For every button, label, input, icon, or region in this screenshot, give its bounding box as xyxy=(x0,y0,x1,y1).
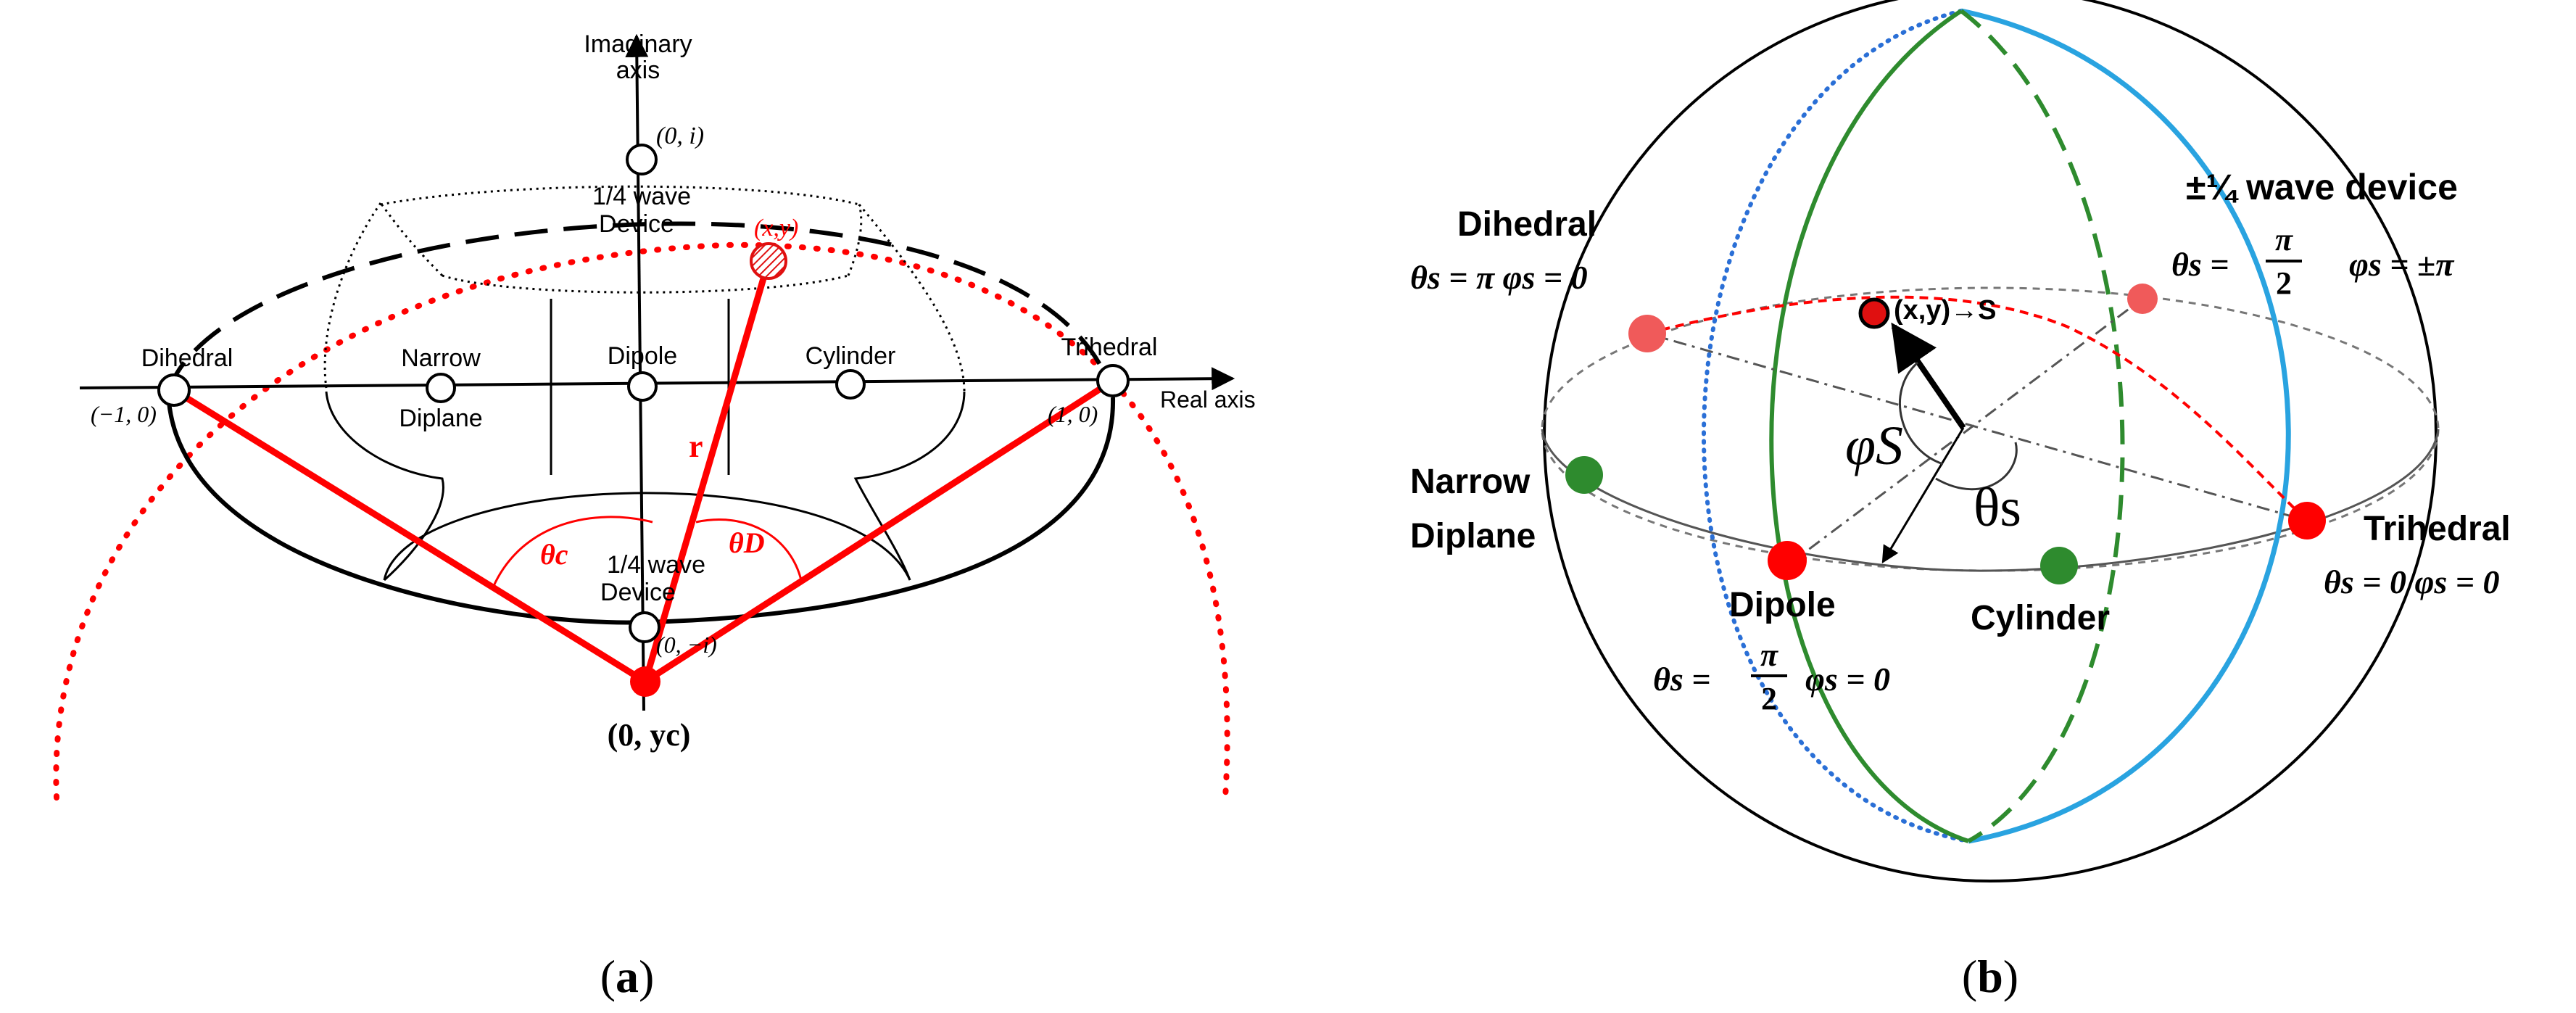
panel-b: Dihedral θs = π φs = 0 ±¼ wave device θs… xyxy=(1410,0,2511,1002)
trihedral-point xyxy=(1096,364,1130,397)
quarter-wave-pi: π xyxy=(2275,222,2293,257)
line-dihedral-center xyxy=(172,387,647,685)
sphere-outline xyxy=(1543,0,2438,882)
dipole-point-b xyxy=(1768,541,1807,580)
phi-s-label: φS xyxy=(1845,415,1903,476)
s-point xyxy=(1858,297,1890,329)
line-trihedral-center xyxy=(643,378,1115,685)
bottom-device-label-2: Device xyxy=(600,579,676,606)
bottom-point-label: (0, −i) xyxy=(656,632,717,658)
theta-c-label: θc xyxy=(540,538,568,571)
blue-dotted-meridian xyxy=(1702,9,1971,843)
dipole-label-b: Dipole xyxy=(1729,586,1836,624)
bottom-device-label-1: 1/4 wave xyxy=(607,551,705,579)
imag-axis-label-1: Imaginary xyxy=(584,30,692,58)
theta-c-arc xyxy=(492,516,653,588)
inner-dotted-boundary xyxy=(323,202,966,392)
top-device-label-1: 1/4 wave xyxy=(592,183,691,210)
dihedral-label-b: Dihedral xyxy=(1457,205,1596,244)
caption-b: (b) xyxy=(1962,951,2018,1002)
narrow-label-1: Narrow xyxy=(401,344,481,372)
red-dashed-arc xyxy=(1647,295,2308,522)
trihedral-params: θs = 0 φs = 0 xyxy=(2324,563,2500,600)
top-device-label-2: Device xyxy=(599,210,674,238)
line-r xyxy=(642,260,772,683)
theta-ref-vector xyxy=(1881,427,1965,564)
quarter-wave-label: ±¼ wave device xyxy=(2186,167,2458,207)
inner-solid-curve-left xyxy=(325,391,444,582)
dihedral-point xyxy=(157,373,191,407)
cylinder-point-b xyxy=(2040,547,2078,584)
narrow-diplane-point xyxy=(426,373,456,403)
dihedral-label: Dihedral xyxy=(141,344,233,372)
panel-a: Imaginary axis (0, i) 1/4 wave Device (x… xyxy=(53,30,1256,1002)
theta-s-label: θs xyxy=(1974,477,2021,538)
dipole-label: Dipole xyxy=(608,342,677,370)
center-label: (0, yc) xyxy=(608,717,691,753)
quarter-wave-two: 2 xyxy=(2276,265,2292,301)
blue-solid-meridian xyxy=(1960,8,2291,844)
quarter-wave-point-b xyxy=(2127,284,2158,314)
quarter-wave-phi: φs = ±π xyxy=(2349,246,2455,283)
center-point xyxy=(630,666,660,697)
dipole-theta: θs = xyxy=(1653,661,1711,698)
dipole-two: 2 xyxy=(1761,681,1777,716)
narrow-label-b-1: Narrow xyxy=(1410,463,1531,501)
r-label: r xyxy=(689,429,703,464)
equator-front xyxy=(1541,429,2440,572)
quarter-wave-theta: θs = xyxy=(2171,246,2229,283)
outer-dashed-ellipse xyxy=(166,221,1111,392)
quarter-wave-top-point xyxy=(626,144,658,175)
imag-axis-label-2: axis xyxy=(616,57,660,84)
dipole-phi: φs = 0 xyxy=(1805,661,1890,698)
cylinder-label: Cylinder xyxy=(805,342,896,370)
dipole-axis xyxy=(1786,297,2143,567)
green-solid-meridian xyxy=(1769,9,1969,843)
trihedral-coord: (1, 0) xyxy=(1048,401,1098,427)
green-dashed-meridian xyxy=(1960,9,2125,843)
dihedral-params: θs = π φs = 0 xyxy=(1410,259,1588,296)
xy-s-label: (x,y)→S xyxy=(1894,295,1996,326)
xy-point xyxy=(750,242,787,280)
narrow-label-2: Diplane xyxy=(399,405,482,432)
real-axis-label: Real axis xyxy=(1160,386,1256,413)
cylinder-label-b: Cylinder xyxy=(1971,599,2110,637)
theta-s-arc xyxy=(1935,442,2018,491)
theta-d-label: θD xyxy=(729,526,765,559)
narrow-label-b-2: Diplane xyxy=(1410,517,1536,555)
dihedral-trihedral-axis xyxy=(1647,332,2308,522)
narrow-diplane-point-b xyxy=(1565,456,1603,494)
theta-d-arc xyxy=(695,518,803,581)
s-vector xyxy=(1891,322,1966,430)
trihedral-label: Trihedral xyxy=(1061,334,1158,361)
phi-s-arc xyxy=(1899,361,1944,466)
dipole-point xyxy=(627,371,658,402)
cylinder-point xyxy=(835,369,866,400)
trihedral-label-b: Trihedral xyxy=(2364,510,2511,548)
dihedral-coord: (−1, 0) xyxy=(91,401,157,427)
quarter-wave-bottom-point xyxy=(629,611,660,643)
inner-solid-curve-right xyxy=(853,391,966,581)
dipole-pi: π xyxy=(1760,637,1778,673)
caption-a: (a) xyxy=(600,951,655,1002)
trihedral-point-b xyxy=(2288,502,2326,539)
xy-label: (x,y) xyxy=(754,215,798,241)
top-point-label: (0, i) xyxy=(656,123,704,149)
dihedral-point-b xyxy=(1628,315,1666,352)
